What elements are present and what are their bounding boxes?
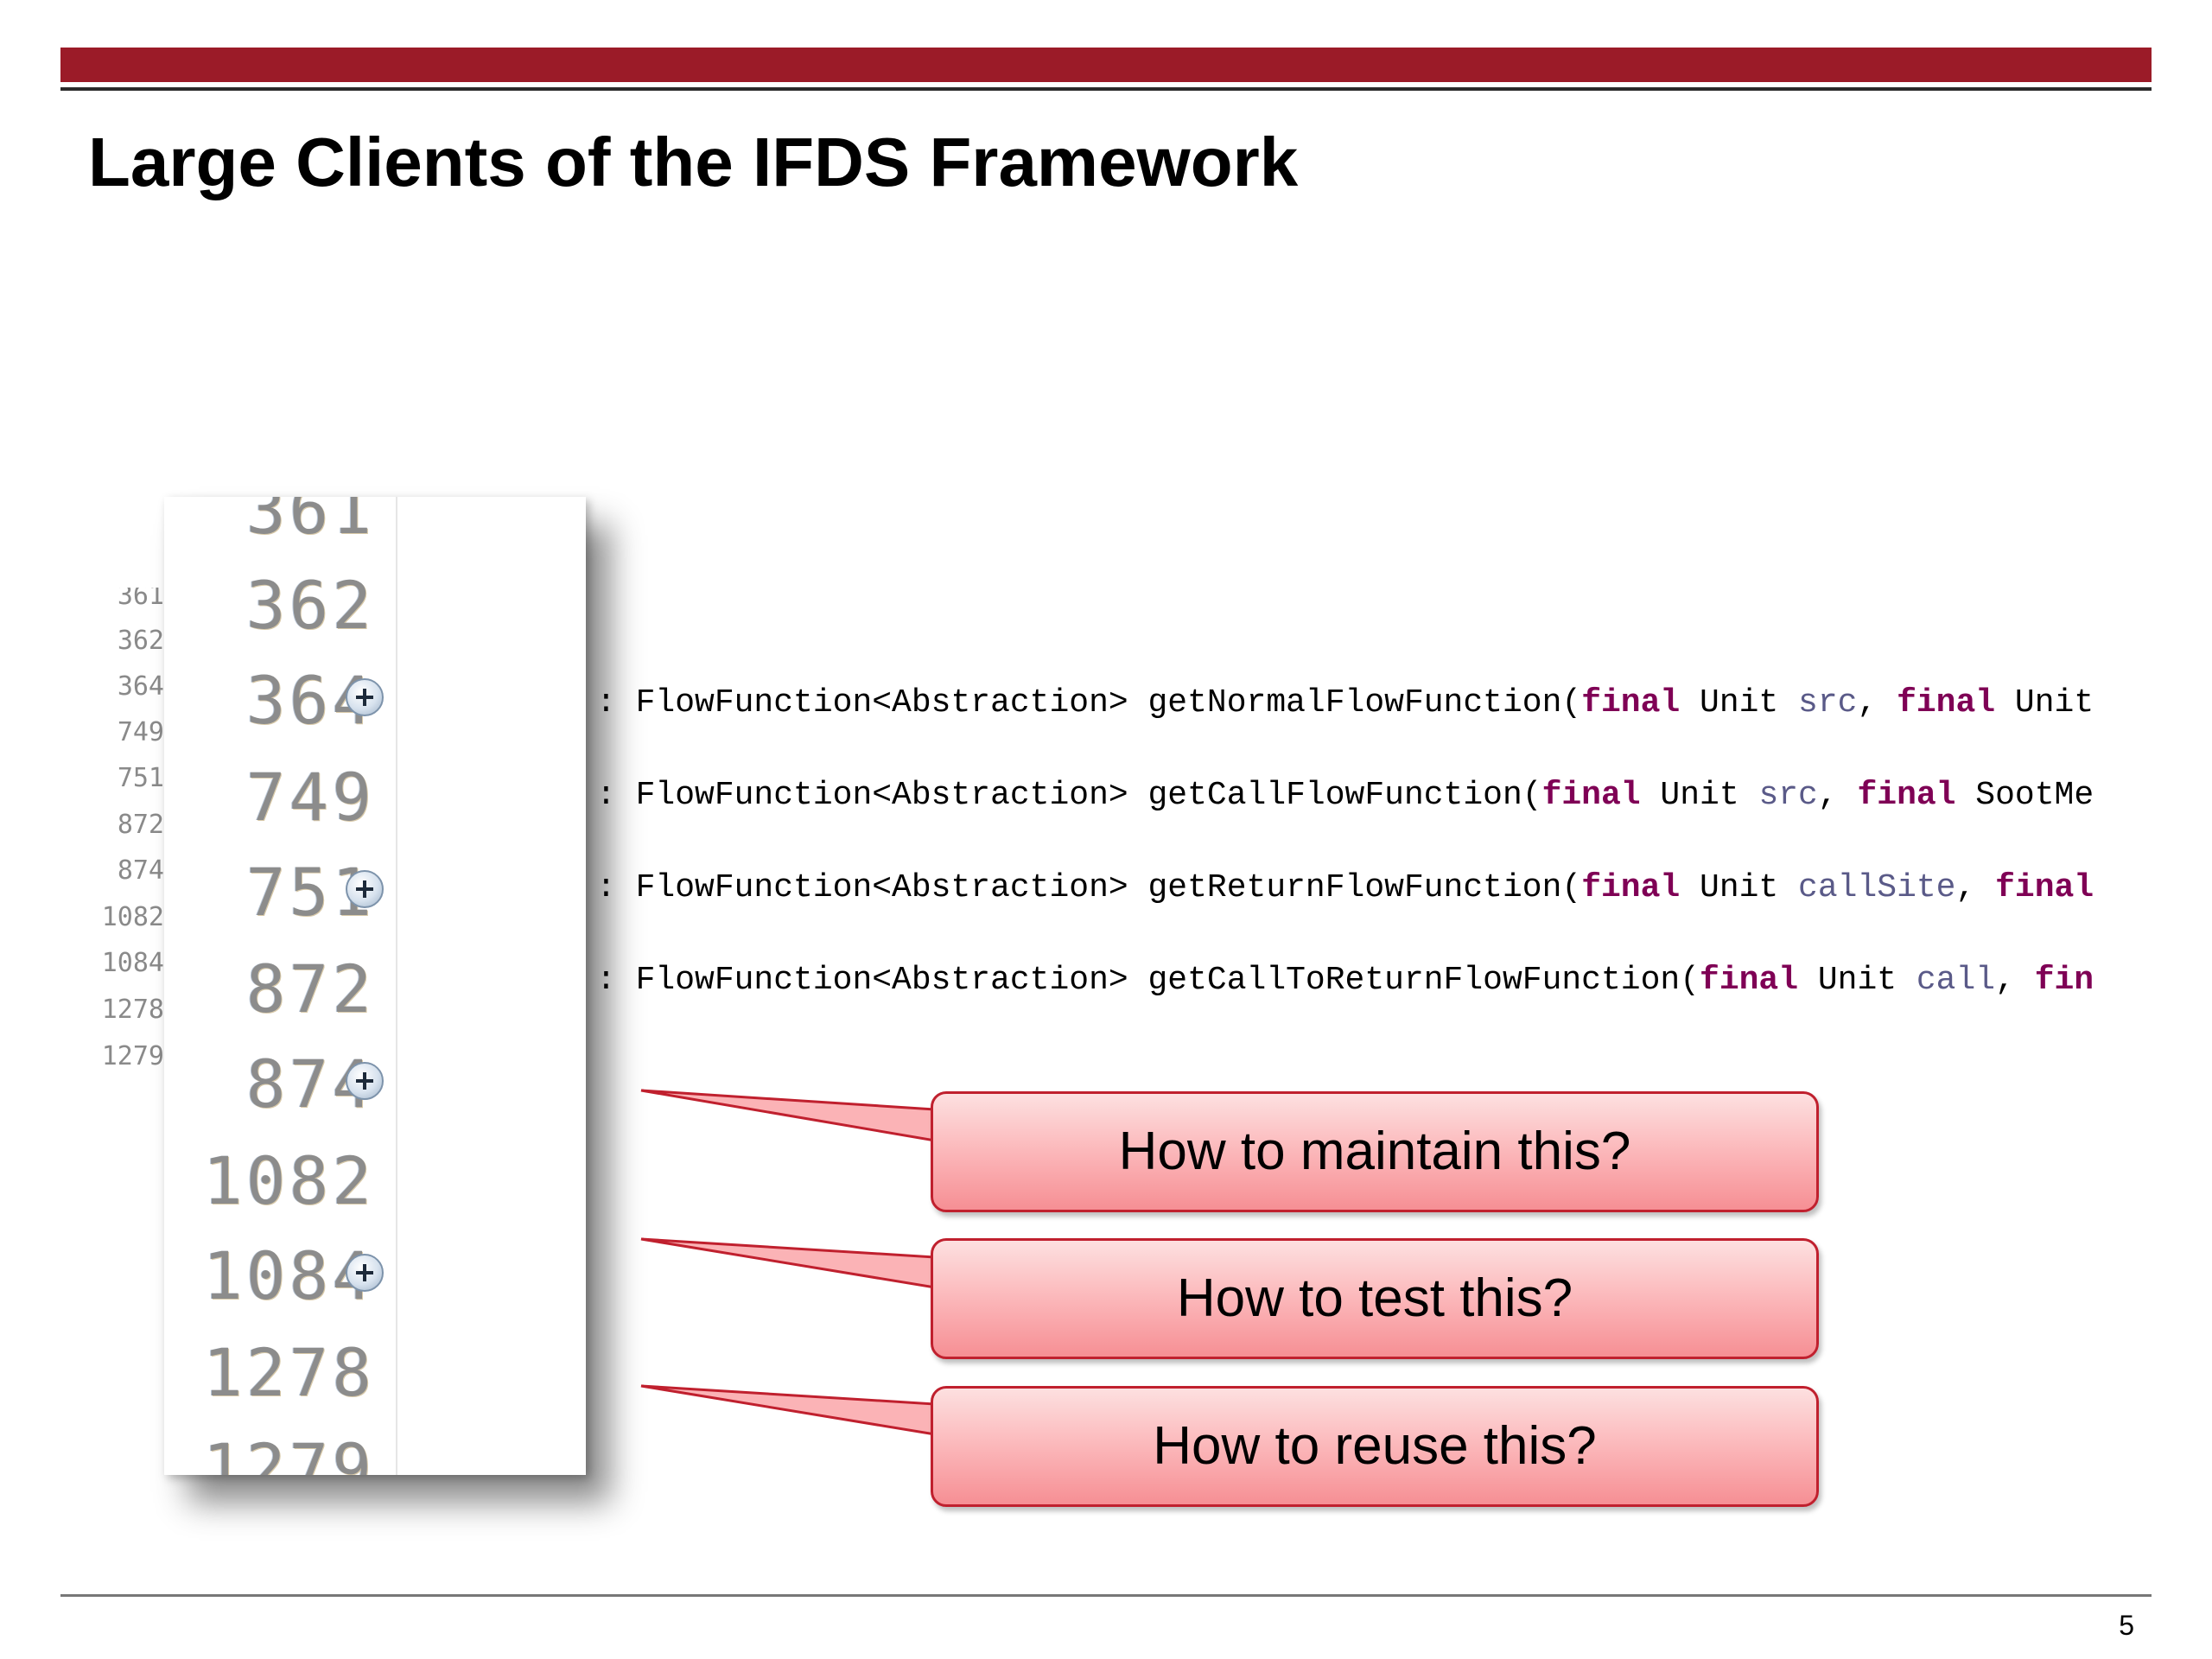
expand-plus-icon[interactable] [346,1254,384,1292]
callout-text: How to maintain this? [1118,1122,1631,1181]
zoomed-line-number: 749 [245,759,375,836]
line-number: 872 [117,810,164,840]
callout-maintain: How to maintain this? [931,1091,1819,1212]
slide-title: Large Clients of the IFDS Framework [88,124,1299,200]
expand-plus-icon[interactable] [346,870,384,908]
callout-text: How to test this? [1176,1268,1573,1328]
zoomed-line-number: 1082 [202,1142,375,1219]
code-line: : FlowFunction<Abstraction> getCallToRet… [596,962,2094,999]
gutter-divider [396,497,397,1475]
footer-rule [60,1594,2152,1597]
zoomed-line-number: 361 [245,497,375,549]
callout-text: How to reuse this? [1153,1416,1597,1476]
code-editor: : FlowFunction<Abstraction> getNormalFlo… [596,683,2212,1046]
zoomed-line-number: 872 [245,950,375,1027]
line-number: 1084 [101,948,164,978]
callout-pointer [640,1237,937,1289]
line-number: 1082 [101,902,164,932]
code-line: : FlowFunction<Abstraction> getCallFlowF… [596,777,2094,814]
code-line: : FlowFunction<Abstraction> getNormalFlo… [596,684,2094,721]
callout-reuse: How to reuse this? [931,1386,1819,1507]
zoomed-line-number: 1279 [202,1429,375,1476]
line-number: 361 [117,588,164,611]
line-number: 751 [117,763,164,793]
zoomed-gutter-panel: 361 362 364 749 751 872 874 1082 1084 12… [164,497,586,1475]
code-line: : FlowFunction<Abstraction> getReturnFlo… [596,869,2094,906]
callout-pointer [640,1089,937,1142]
zoomed-line-number: 1084 [202,1237,375,1314]
line-number: 749 [117,717,164,747]
line-number: 1279 [101,1041,164,1071]
callout-pointer [640,1384,937,1436]
line-number: 364 [117,671,164,702]
line-number: 874 [117,855,164,886]
callout-test: How to test this? [931,1238,1819,1359]
zoomed-line-number: 1278 [202,1334,375,1411]
header-bar [60,48,2152,82]
expand-plus-icon[interactable] [346,678,384,716]
line-number-gutter: 361 362 364 749 751 872 874 1082 1084 12… [69,588,164,1071]
page-number: 5 [2119,1610,2134,1641]
line-number: 1278 [101,995,164,1025]
line-number: 362 [117,626,164,656]
header-rule [60,87,2152,91]
expand-plus-icon[interactable] [346,1062,384,1100]
zoomed-line-number: 362 [245,567,375,644]
